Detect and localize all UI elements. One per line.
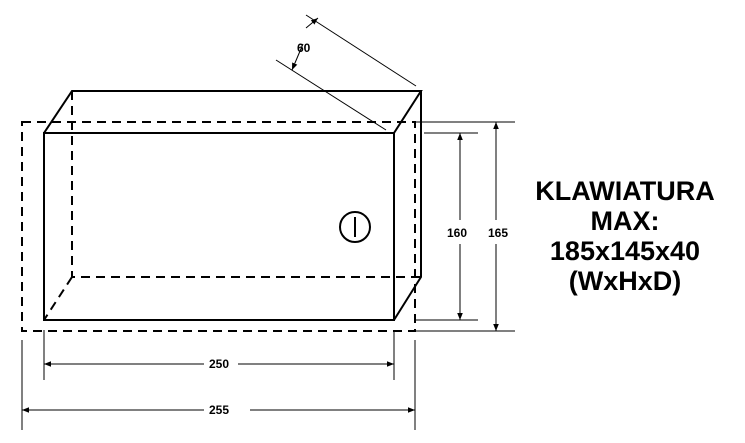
box-right-face (393, 91, 422, 321)
width-extension-lines (21, 330, 416, 430)
outer-height-label: 165 (488, 226, 508, 240)
box-front-face (43, 132, 395, 321)
outer-width-dimension: 255 (22, 400, 415, 418)
outer-width-label: 255 (209, 403, 229, 417)
inner-height-label: 160 (447, 226, 467, 240)
inner-width-label: 250 (209, 357, 229, 371)
note-line-4: (WxHxD) (568, 266, 682, 296)
box-top-face (43, 90, 423, 134)
box-hidden-edges (43, 91, 421, 321)
outer-height-dimension: 165 (486, 122, 516, 331)
outer-housing-outline (21, 121, 416, 332)
depth-dimension: 60 (275, 14, 417, 131)
depth-label: 60 (297, 41, 311, 55)
note-line-2: MAX: (590, 206, 660, 236)
inner-height-dimension: 160 (443, 133, 473, 320)
inner-width-dimension: 250 (44, 354, 394, 372)
lock-icon (339, 211, 371, 243)
note-line-1: KLAWIATURA (535, 176, 715, 206)
keyboard-max-note: KLAWIATURA MAX: 185x145x40 (WxHxD) (505, 176, 745, 296)
note-line-3: 185x145x40 (549, 236, 701, 266)
